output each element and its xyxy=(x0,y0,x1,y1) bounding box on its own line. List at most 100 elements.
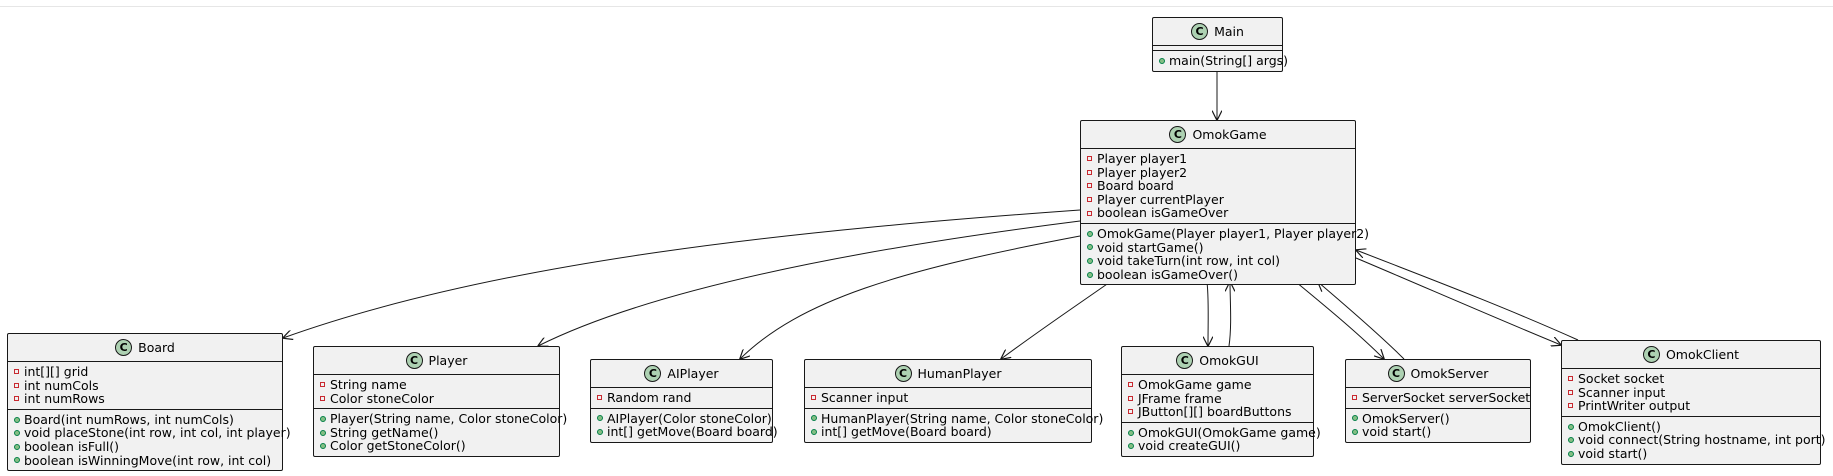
method-row: void connect(String hostname, int port) xyxy=(1568,433,1826,447)
method-row: main(String[] args) xyxy=(1159,54,1288,68)
association-omokgame-to-player xyxy=(538,220,1081,346)
methods-section: OmokClient()void connect(String hostname… xyxy=(1562,415,1826,464)
method-row: int[] getMove(Board board) xyxy=(811,425,1085,439)
method-text: void takeTurn(int row, int col) xyxy=(1097,253,1280,269)
class-stereotype-icon: C xyxy=(115,339,133,356)
attribute-row: int numRows xyxy=(14,392,276,406)
method-row: OmokGUI(OmokGame game) xyxy=(1128,426,1321,440)
private-visibility-icon xyxy=(14,396,24,402)
attribute-text: Player currentPlayer xyxy=(1097,191,1224,207)
class-name: Main xyxy=(1214,24,1244,39)
method-row: HumanPlayer(String name, Color stoneColo… xyxy=(811,411,1103,426)
attribute-row: Player currentPlayer xyxy=(1087,193,1349,207)
attribute-text: boolean isGameOver xyxy=(1097,205,1229,221)
method-text: OmokClient() xyxy=(1578,418,1661,434)
class-name: OmokServer xyxy=(1410,366,1489,381)
private-visibility-icon xyxy=(811,395,821,401)
methods-section: HumanPlayer(String name, Color stoneColo… xyxy=(805,407,1103,442)
private-visibility-icon xyxy=(320,382,330,388)
association-omokgui-to-omokgame xyxy=(1229,282,1231,347)
method-row: Board(int numRows, int numCols) xyxy=(14,413,276,427)
class-stereotype-icon: C xyxy=(1191,23,1209,40)
methods-section: main(String[] args) xyxy=(1153,50,1288,71)
attributes-section: Random rand xyxy=(591,388,772,408)
method-text: OmokGame(Player player1, Player player2) xyxy=(1097,225,1370,241)
method-row: OmokGame(Player player1, Player player2) xyxy=(1087,227,1369,241)
method-row: AIPlayer(Color stoneColor) xyxy=(597,411,772,426)
method-text: OmokServer() xyxy=(1362,410,1450,426)
methods-section: OmokGame(Player player1, Player player2)… xyxy=(1081,222,1369,284)
public-visibility-icon xyxy=(14,457,24,464)
method-row: void placeStone(int row, int col, int pl… xyxy=(14,426,291,440)
method-text: Board(int numRows, int numCols) xyxy=(24,411,234,427)
attribute-text: int[][] grid xyxy=(24,364,89,379)
public-visibility-icon xyxy=(1159,57,1169,64)
method-row: OmokServer() xyxy=(1352,410,1524,426)
association-omokgame-to-board xyxy=(283,209,1081,338)
private-visibility-icon xyxy=(1087,197,1097,203)
public-visibility-icon xyxy=(1128,429,1138,436)
public-visibility-icon xyxy=(1087,257,1097,264)
public-visibility-icon xyxy=(14,416,24,423)
class-stereotype-icon: C xyxy=(1642,346,1660,363)
class-header: C Main xyxy=(1153,18,1282,46)
method-row: void start() xyxy=(1568,447,1814,461)
method-row: boolean isFull() xyxy=(14,440,276,454)
attribute-row: int[][] grid xyxy=(14,365,276,379)
association-omokgame-to-omokserver xyxy=(1295,281,1384,359)
attribute-text: PrintWriter output xyxy=(1578,398,1691,414)
attribute-text: OmokGame game xyxy=(1138,377,1252,392)
private-visibility-icon xyxy=(1128,395,1138,401)
attributes-section: ServerSocket serverSocket xyxy=(1346,388,1530,408)
public-visibility-icon xyxy=(1128,443,1138,450)
method-text: void start() xyxy=(1578,445,1648,461)
public-visibility-icon xyxy=(14,443,24,450)
public-visibility-icon xyxy=(1568,423,1578,430)
attribute-row: Color stoneColor xyxy=(320,391,553,406)
class-stereotype-icon: C xyxy=(644,365,662,382)
attribute-text: JFrame frame xyxy=(1138,390,1222,406)
public-visibility-icon xyxy=(1087,271,1097,278)
attribute-text: Random rand xyxy=(607,390,692,405)
association-omokgame-to-humanplayer xyxy=(1001,281,1111,359)
method-text: boolean isWinningMove(int row, int col) xyxy=(24,452,272,468)
private-visibility-icon xyxy=(1087,183,1097,189)
public-visibility-icon xyxy=(1568,450,1578,457)
attribute-row: int numCols xyxy=(14,378,276,393)
class-stereotype-icon: C xyxy=(1387,365,1405,382)
private-visibility-icon xyxy=(14,369,24,375)
attribute-row: Board board xyxy=(1087,179,1349,193)
method-row: OmokClient() xyxy=(1568,420,1814,434)
private-visibility-icon xyxy=(1087,210,1097,216)
private-visibility-icon xyxy=(320,395,330,401)
association-omokclient-to-omokgame xyxy=(1356,250,1579,341)
private-visibility-icon xyxy=(597,395,607,401)
attribute-row: Scanner input xyxy=(1568,385,1814,400)
method-text: String getName() xyxy=(330,424,439,440)
class-main[interactable]: C Main main(String[] args) xyxy=(1152,17,1288,72)
method-text: void start() xyxy=(1362,424,1432,440)
class-stereotype-icon: C xyxy=(1176,352,1194,369)
attribute-text: Scanner input xyxy=(821,390,909,405)
association-omokgame-to-aiplayer xyxy=(740,235,1081,359)
method-text: HumanPlayer(String name, Color stoneColo… xyxy=(821,410,1104,426)
attribute-row: Player player1 xyxy=(1087,152,1349,166)
class-name: Player xyxy=(428,353,468,368)
